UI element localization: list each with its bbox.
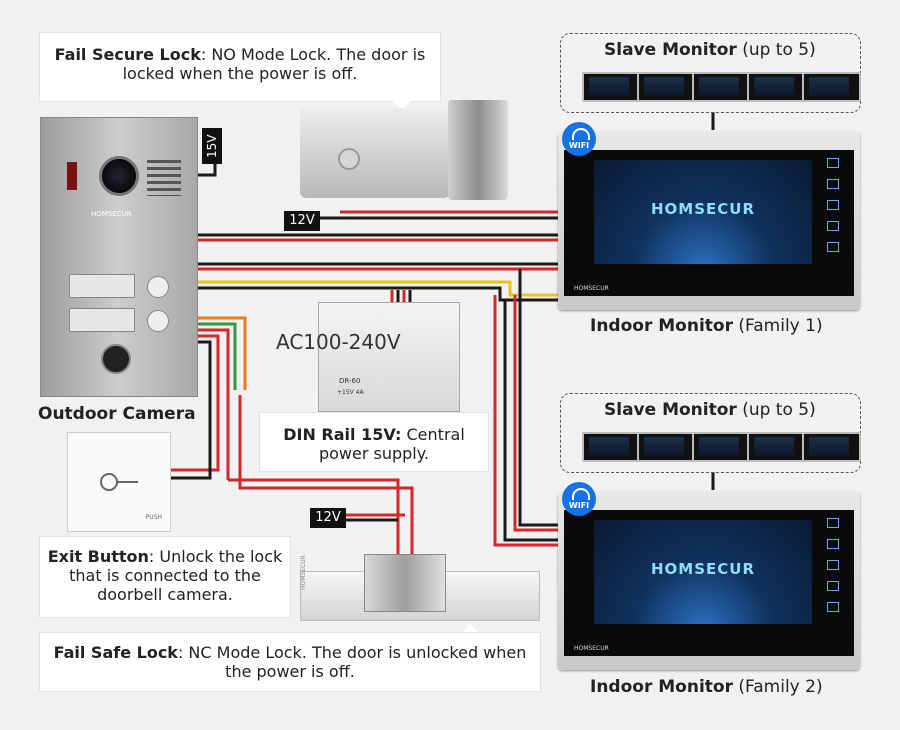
slave-monitor-2c — [692, 432, 751, 462]
ac-input-label: AC100-240V — [276, 330, 401, 354]
monitor-foot-brand: HOMSECUR — [574, 645, 609, 652]
slave-monitor-2d — [747, 432, 806, 462]
exit-button-callout: Exit Button: Unlock the lock that is con… — [40, 537, 290, 617]
slave-monitor-1a — [582, 72, 641, 102]
camera-led — [67, 162, 77, 190]
indoor-monitor-1: HOMSECUR HOMSECUR — [558, 132, 860, 310]
fail-secure-callout: Fail Secure Lock: NO Mode Lock. The door… — [40, 33, 440, 101]
name-plate-1 — [69, 274, 135, 298]
fail-secure-title: Fail Secure Lock — [54, 45, 201, 64]
fail-safe-title: Fail Safe Lock — [53, 643, 178, 662]
camera-lens — [99, 156, 139, 196]
din-rail-text: Central power supply. — [318, 425, 465, 463]
exit-push-label: PUSH — [145, 514, 162, 521]
monitor-foot-brand: HOMSECUR — [574, 285, 609, 292]
din-rail-title: DIN Rail 15V: — [283, 425, 402, 444]
slave-monitor-2a — [582, 432, 641, 462]
exit-button[interactable]: PUSH — [67, 432, 171, 532]
slave-monitor-name: Slave Monitor — [604, 400, 737, 420]
slave-monitor-name: Slave Monitor — [604, 40, 737, 60]
psu-output: +15V 4A — [337, 389, 364, 396]
psu-model: DR-60 — [339, 377, 361, 385]
din-rail-callout: DIN Rail 15V: Central power supply. — [260, 413, 488, 471]
fail-secure-text: : NO Mode Lock. The door is locked when … — [122, 45, 426, 83]
lock-strike — [448, 100, 508, 200]
slave-monitor-1b — [637, 72, 696, 102]
indoor-monitor-name: Indoor Monitor — [590, 677, 733, 697]
slave-monitor-label-2: Slave Monitor (up to 5) — [604, 400, 816, 420]
wifi-icon: WIFI — [562, 482, 596, 516]
monitor-brand: HOMSECUR — [650, 560, 756, 578]
din-rail-power-supply: DR-60 +15V 4A — [318, 302, 460, 412]
lock-keyhole — [338, 148, 360, 170]
exit-button-text: : Unlock the lock that is connected to t… — [69, 547, 283, 604]
lock-side-brand: HOMSECUR — [300, 555, 307, 590]
fail-safe-text: : NC Mode Lock. The door is unlocked whe… — [177, 643, 527, 681]
slave-monitor-1d — [747, 72, 806, 102]
speaker-grille — [147, 160, 181, 196]
voltage-tag-camera: 15V — [202, 128, 222, 164]
indoor-monitor-label-2: Indoor Monitor (Family 2) — [590, 677, 823, 697]
monitor-brand: HOMSECUR — [650, 200, 756, 218]
slave-monitor-suffix: (up to 5) — [742, 400, 816, 420]
outdoor-camera-label: Outdoor Camera — [38, 404, 196, 424]
wifi-icon: WIFI — [562, 122, 596, 156]
indoor-monitor-2: HOMSECUR HOMSECUR — [558, 492, 860, 670]
wifi-label: WIFI — [568, 141, 590, 150]
indoor-monitor-label-1: Indoor Monitor (Family 1) — [590, 316, 823, 336]
indoor-monitor-suffix: (Family 2) — [738, 677, 823, 697]
callout-pointer — [392, 100, 412, 110]
indoor-monitor-suffix: (Family 1) — [738, 316, 823, 336]
key-shaft — [116, 481, 138, 483]
camera-brand: HOMSECUR — [91, 210, 132, 218]
fail-safe-lock-body — [364, 554, 446, 612]
slave-monitor-suffix: (up to 5) — [742, 40, 816, 60]
voltage-tag-lock-top: 12V — [284, 211, 320, 231]
fail-secure-lock — [300, 108, 450, 198]
bell-button-2[interactable] — [147, 310, 169, 332]
slave-monitor-1e — [802, 72, 861, 102]
indoor-monitor-name: Indoor Monitor — [590, 316, 733, 336]
wifi-label: WIFI — [568, 501, 590, 510]
voltage-tag-lock-bottom: 12V — [310, 508, 346, 528]
slave-monitor-1c — [692, 72, 751, 102]
exit-button-title: Exit Button — [47, 547, 149, 566]
slave-monitor-2b — [637, 432, 696, 462]
callout-pointer — [460, 624, 480, 634]
bell-button-1[interactable] — [147, 276, 169, 298]
slave-monitor-2e — [802, 432, 861, 462]
card-reader — [101, 344, 131, 374]
outdoor-camera: HOMSECUR — [40, 117, 198, 397]
slave-monitor-label-1: Slave Monitor (up to 5) — [604, 40, 816, 60]
fail-safe-callout: Fail Safe Lock: NC Mode Lock. The door i… — [40, 633, 540, 691]
name-plate-2 — [69, 308, 135, 332]
